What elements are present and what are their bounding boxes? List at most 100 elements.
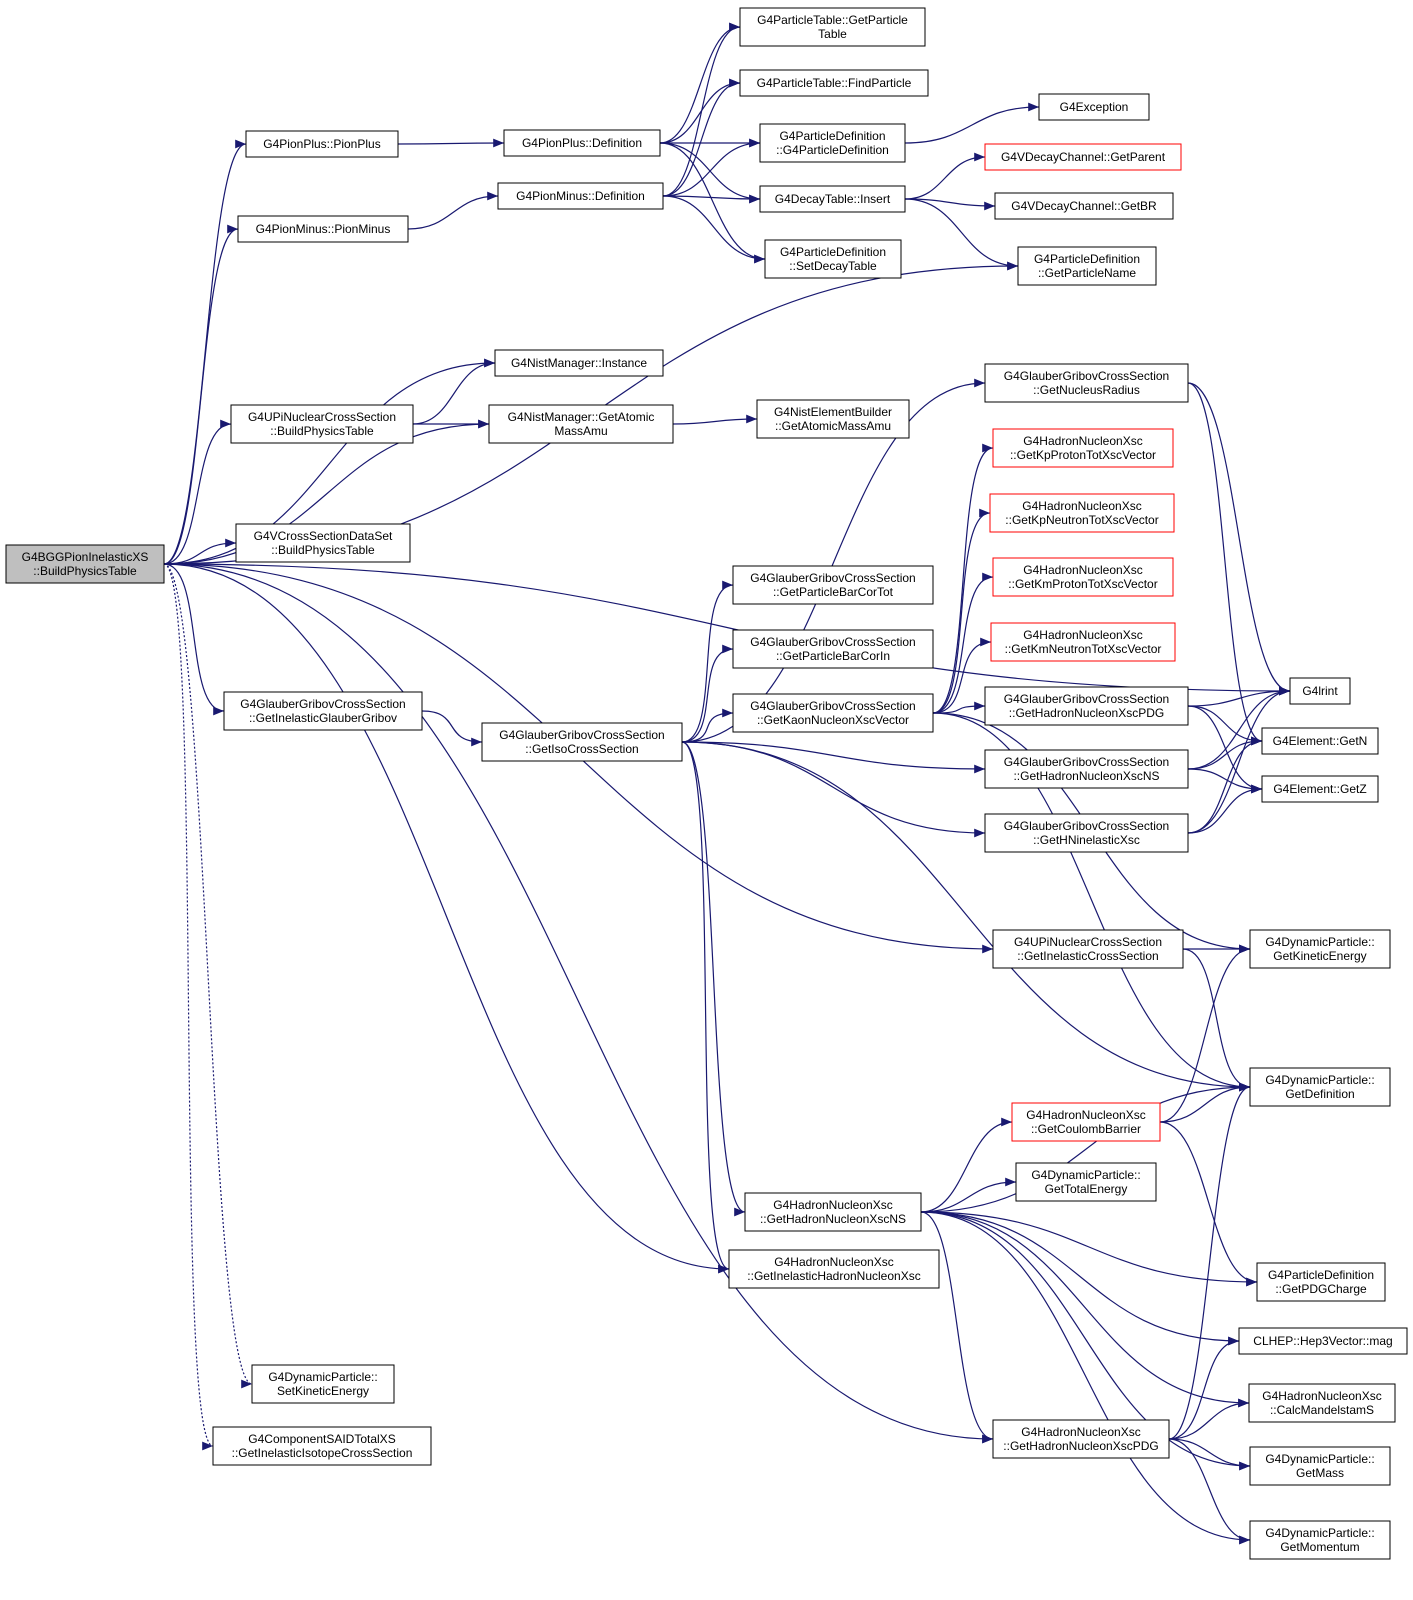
node-hns[interactable]: G4HadronNucleonXsc::GetHadronNucleonXscN… — [744, 1192, 922, 1232]
node-upics[interactable]: G4UPiNuclearCrossSection::GetInelasticCr… — [992, 929, 1184, 969]
node-label: ::SetDecayTable — [789, 259, 877, 273]
node-label: G4GlauberGribovCrossSection — [1004, 755, 1169, 769]
node-box — [503, 129, 661, 157]
node-box — [1011, 1102, 1161, 1142]
node-box — [759, 185, 906, 213]
node-label: ::GetInelasticCrossSection — [1017, 949, 1158, 963]
node-dpgd[interactable]: G4DynamicParticle::GetDefinition — [1249, 1067, 1391, 1107]
node-gghpdg[interactable]: G4GlauberGribovCrossSection::GetHadronNu… — [984, 686, 1189, 726]
edge-gghpdg-to-egz — [1187, 705, 1263, 794]
edge-root-to-ggigg — [163, 563, 225, 716]
node-pdgc[interactable]: G4ParticleDefinition::GetPDGCharge — [1256, 1262, 1386, 1302]
edge-root-to-csaid — [163, 563, 214, 1451]
node-hkmp[interactable]: G4HadronNucleonXsc::GetKmProtonTotXscVec… — [992, 557, 1174, 597]
node-box — [1249, 1520, 1391, 1560]
node-root[interactable]: G4BGGPionInelasticXS::BuildPhysicsTable — [5, 544, 165, 584]
node-label: G4PionPlus::PionPlus — [263, 137, 380, 151]
edge-hcb-to-dpgd — [1159, 1082, 1251, 1123]
node-egn[interactable]: G4Element::GetN — [1261, 727, 1379, 755]
node-dpgke[interactable]: G4DynamicParticle::GetKineticEnergy — [1249, 929, 1391, 969]
node-gghns[interactable]: G4GlauberGribovCrossSection::GetHadronNu… — [984, 749, 1189, 789]
node-hkmn[interactable]: G4HadronNucleonXsc::GetKmNeutronTotXscVe… — [990, 622, 1176, 662]
node-ggiso[interactable]: G4GlauberGribovCrossSection::GetIsoCross… — [481, 722, 683, 762]
node-label: ::CalcMandelstamS — [1270, 1403, 1374, 1417]
node-egz[interactable]: G4Element::GetZ — [1261, 775, 1379, 803]
node-csaid[interactable]: G4ComponentSAIDTotalXS::GetInelasticIsot… — [212, 1426, 432, 1466]
node-label: G4DynamicParticle:: — [1031, 1168, 1140, 1182]
node-label: GetTotalEnergy — [1045, 1182, 1128, 1196]
node-label: G4ParticleDefinition — [1268, 1268, 1374, 1282]
node-pdgpn[interactable]: G4ParticleDefinition::GetParticleName — [1017, 246, 1157, 286]
node-pdsd[interactable]: G4ParticleDefinition::SetDecayTable — [764, 239, 902, 279]
node-vcsbpt[interactable]: G4VCrossSectionDataSet::BuildPhysicsTabl… — [235, 523, 411, 563]
edge-root-to-hinx — [163, 563, 730, 1274]
node-dti[interactable]: G4DecayTable::Insert — [759, 185, 906, 213]
node-nebgam[interactable]: G4NistElementBuilder::GetAtomicMassAmu — [756, 399, 910, 439]
edge-root-to-upbpt — [163, 419, 232, 565]
node-box — [739, 7, 926, 47]
node-box — [1249, 1446, 1391, 1486]
node-label: G4UPiNuclearCrossSection — [1014, 935, 1162, 949]
node-exc[interactable]: G4Exception — [1038, 93, 1150, 121]
node-hkpp[interactable]: G4HadronNucleonXsc::GetKpProtonTotXscVec… — [992, 428, 1174, 468]
node-ppc[interactable]: G4PionPlus::PionPlus — [245, 130, 399, 158]
node-ggbct[interactable]: G4GlauberGribovCrossSection::GetParticle… — [732, 565, 934, 605]
node-ggknx[interactable]: G4GlauberGribovCrossSection::GetKaonNucl… — [732, 693, 934, 733]
node-pmc[interactable]: G4PionMinus::PionMinus — [237, 215, 409, 243]
edge-ggiso-to-dpgd — [681, 741, 1251, 1092]
node-label: G4GlauberGribovCrossSection — [1004, 692, 1169, 706]
node-box — [984, 363, 1189, 403]
node-pdc[interactable]: G4ParticleDefinition::G4ParticleDefiniti… — [759, 123, 906, 163]
node-upbpt[interactable]: G4UPiNuclearCrossSection::BuildPhysicsTa… — [230, 404, 414, 444]
edge-upics-to-dpgd — [1182, 948, 1251, 1092]
node-label: G4PionPlus::Definition — [522, 136, 642, 150]
node-nmi[interactable]: G4NistManager::Instance — [494, 349, 664, 377]
edge-gghn-to-egn — [1187, 736, 1263, 834]
node-vdgbr[interactable]: G4VDecayChannel::GetBR — [994, 192, 1174, 220]
node-box — [732, 629, 934, 669]
node-h3mag[interactable]: CLHEP::Hep3Vector::mag — [1238, 1327, 1408, 1355]
node-dpske[interactable]: G4DynamicParticle::SetKineticEnergy — [251, 1364, 395, 1404]
node-label: G4HadronNucleonXsc — [1023, 628, 1142, 642]
node-box — [759, 123, 906, 163]
edge-ggknx-to-hkmp — [932, 572, 994, 714]
edge-pmd-to-dti — [662, 194, 761, 204]
node-label: G4HadronNucleonXsc — [773, 1198, 892, 1212]
node-box — [1017, 246, 1157, 286]
node-hcms[interactable]: G4HadronNucleonXsc::CalcMandelstamS — [1248, 1383, 1396, 1423]
node-label: G4DecayTable::Insert — [775, 192, 891, 206]
edge-pmc-to-pmd — [407, 191, 499, 230]
edge-hpdg-to-dpgm — [1168, 1438, 1251, 1471]
node-label: G4VDecayChannel::GetParent — [1001, 150, 1166, 164]
node-label: ::GetAtomicMassAmu — [775, 419, 891, 433]
node-hinx[interactable]: G4HadronNucleonXsc::GetInelasticHadronNu… — [728, 1249, 940, 1289]
node-nmgam[interactable]: G4NistManager::GetAtomicMassAmu — [488, 404, 674, 444]
node-box — [989, 493, 1175, 533]
node-ggbci[interactable]: G4GlauberGribovCrossSection::GetParticle… — [732, 629, 934, 669]
node-label: G4HadronNucleonXsc — [1023, 563, 1142, 577]
node-gghn[interactable]: G4GlauberGribovCrossSection::GetHNinelas… — [984, 813, 1189, 853]
node-dpgm[interactable]: G4DynamicParticle::GetMass — [1249, 1446, 1391, 1486]
edge-gghns-to-lrint — [1187, 686, 1291, 770]
node-label: ::GetInelasticGlauberGribov — [249, 711, 397, 725]
node-vdgp[interactable]: G4VDecayChannel::GetParent — [984, 143, 1182, 171]
node-label: G4GlauberGribovCrossSection — [1004, 819, 1169, 833]
node-ptfp[interactable]: G4ParticleTable::FindParticle — [739, 69, 929, 97]
node-box — [235, 523, 411, 563]
node-label: ::GetInelasticIsotopeCrossSection — [232, 1446, 413, 1460]
node-dpgmom[interactable]: G4DynamicParticle::GetMomentum — [1249, 1520, 1391, 1560]
node-hcb[interactable]: G4HadronNucleonXsc::GetCoulombBarrier — [1011, 1102, 1161, 1142]
node-ppd[interactable]: G4PionPlus::Definition — [503, 129, 661, 157]
node-hkpn[interactable]: G4HadronNucleonXsc::GetKpNeutronTotXscVe… — [989, 493, 1175, 533]
node-pmd[interactable]: G4PionMinus::Definition — [497, 182, 664, 210]
node-lrint[interactable]: G4lrint — [1289, 677, 1351, 705]
node-layer: G4BGGPionInelasticXS::BuildPhysicsTableG… — [5, 7, 1408, 1560]
node-box — [1015, 1162, 1157, 1202]
node-ggigg[interactable]: G4GlauberGribovCrossSection::GetInelasti… — [223, 691, 423, 731]
node-label: G4PionMinus::PionMinus — [256, 222, 391, 236]
node-hpdg[interactable]: G4HadronNucleonXsc::GetHadronNucleonXscP… — [992, 1419, 1170, 1459]
node-dpgte[interactable]: G4DynamicParticle::GetTotalEnergy — [1015, 1162, 1157, 1202]
node-ggnr[interactable]: G4GlauberGribovCrossSection::GetNucleusR… — [984, 363, 1189, 403]
